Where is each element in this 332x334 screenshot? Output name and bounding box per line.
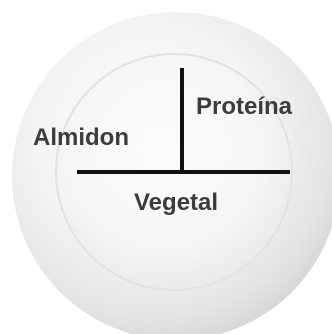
vegetable-section-label: Vegetal (134, 191, 218, 215)
starch-section-label: Almidon (33, 126, 129, 150)
protein-section-label: Proteína (196, 95, 292, 119)
